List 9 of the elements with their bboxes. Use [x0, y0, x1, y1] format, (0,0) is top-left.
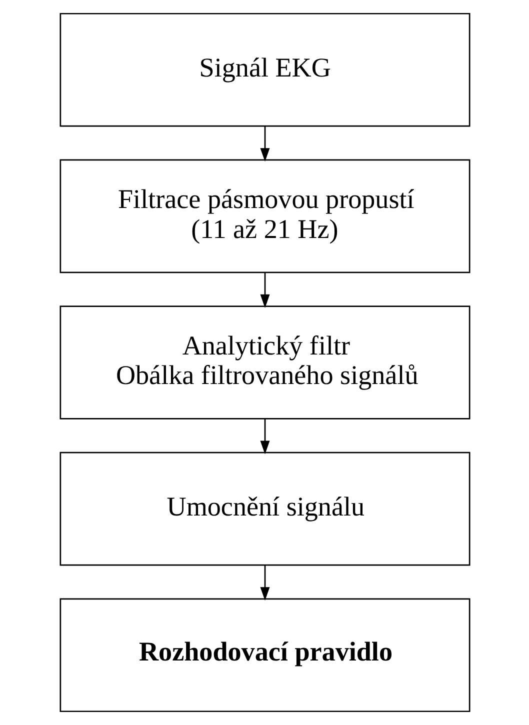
arrow — [260, 418, 270, 454]
node-box: Filtrace pásmovou propustí (11 až 21 Hz) — [59, 159, 470, 274]
node-box: Analytický filtr Obálka filtrovaného signálů — [59, 306, 470, 420]
arrow — [260, 272, 270, 308]
node-box: Umocnění signálu — [59, 452, 470, 566]
arrow — [260, 126, 270, 162]
node-box: Signál EKG — [59, 12, 470, 127]
node-box: Rozhodovací pravidlo — [59, 598, 470, 712]
arrow — [260, 565, 270, 601]
